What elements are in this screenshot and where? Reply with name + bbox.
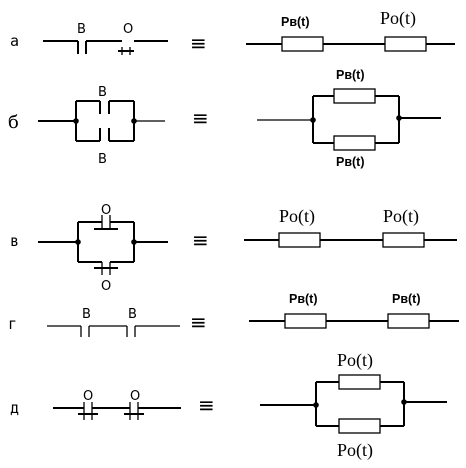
row-b-reliability-circuit: Pв(t) Pв(t) xyxy=(257,68,441,169)
row-v-contact-circuit: О О xyxy=(38,203,168,294)
row-a-label: а xyxy=(10,32,19,50)
row-d-resistor-top xyxy=(338,374,381,390)
row-b-resistor-top-label: Pв(t) xyxy=(336,68,365,82)
row-v-resistor-left xyxy=(278,232,321,248)
row-v: в О О ≡ xyxy=(10,203,457,294)
row-d-contact-left-label: О xyxy=(83,389,93,404)
row-d-resistor-bottom xyxy=(338,418,381,434)
row-a: а В О ≡ Pв(t) Pо(t) xyxy=(10,8,455,55)
row-a-contact-left-label: В xyxy=(77,22,86,37)
row-b-contact-bottom-label: В xyxy=(98,152,107,167)
row-d-resistor-top-label: Pо(t) xyxy=(337,350,373,371)
row-a-reliability-circuit: Pв(t) Pо(t) xyxy=(246,8,455,52)
row-v-resistor-left-label: Pо(t) xyxy=(279,206,315,227)
row-g-resistor-left-label: Pв(t) xyxy=(289,292,318,306)
row-g-resistor-right-label: Pв(t) xyxy=(392,292,421,306)
row-g-resistor-left xyxy=(284,313,327,329)
row-g-contact-left-label: В xyxy=(82,307,91,322)
row-b-label: б xyxy=(8,112,19,133)
row-b-equivalence-sign: ≡ xyxy=(192,106,209,130)
row-b-resistor-top xyxy=(333,88,376,104)
row-d-equivalence-sign: ≡ xyxy=(198,393,215,417)
row-a-resistor-right xyxy=(384,36,427,52)
row-a-equivalence-sign: ≡ xyxy=(190,31,207,55)
row-a-resistor-left-label: Pв(t) xyxy=(281,15,310,29)
row-v-resistor-right xyxy=(382,232,425,248)
row-d-contact-right-label: О xyxy=(130,389,140,404)
row-d-reliability-circuit: Pо(t) Pо(t) xyxy=(260,350,447,461)
row-g-resistor-right xyxy=(387,313,430,329)
row-d-label: д xyxy=(10,399,19,417)
row-v-equivalence-sign: ≡ xyxy=(192,228,209,252)
row-g-reliability-circuit: Pв(t) Pв(t) xyxy=(249,292,459,329)
row-b-resistor-bottom xyxy=(333,135,376,151)
row-d: д О О ≡ Pо(t) xyxy=(10,350,447,461)
row-v-contact-bottom-label: О xyxy=(101,279,111,294)
row-g-contact-right-label: В xyxy=(128,307,137,322)
row-v-reliability-circuit: Pо(t) Pо(t) xyxy=(244,206,457,248)
row-g-label: г xyxy=(8,315,17,333)
row-g: г В В ≡ Pв(t) Pв(t) xyxy=(8,292,459,337)
row-v-contact-top-label: О xyxy=(101,203,111,218)
row-b-resistor-bottom-label: Pв(t) xyxy=(336,155,365,169)
row-a-contact-circuit: В О xyxy=(43,22,168,55)
row-g-contact-circuit: В В xyxy=(47,307,180,337)
row-d-contact-circuit: О О xyxy=(53,389,181,420)
row-a-contact-right-label: О xyxy=(123,22,133,37)
row-d-resistor-bottom-label: Pо(t) xyxy=(337,440,373,461)
row-g-equivalence-sign: ≡ xyxy=(190,310,207,334)
row-b-contact-circuit: В В xyxy=(38,85,165,167)
row-b-contact-top-label: В xyxy=(98,85,107,100)
row-v-label: в xyxy=(10,232,19,250)
row-v-resistor-right-label: Pо(t) xyxy=(383,206,419,227)
row-a-resistor-left xyxy=(281,36,324,52)
row-b: б В В ≡ xyxy=(8,68,441,169)
row-a-resistor-right-label: Pо(t) xyxy=(380,8,416,29)
